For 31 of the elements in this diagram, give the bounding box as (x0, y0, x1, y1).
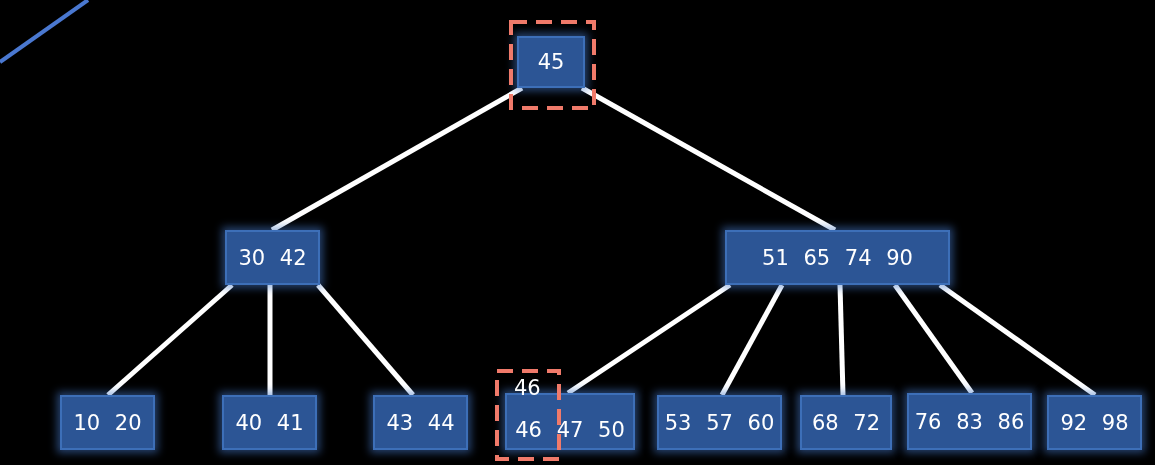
key-values: 40 41 (235, 410, 304, 435)
key-values: 68 72 (811, 410, 881, 435)
tree-branch-line (580, 85, 837, 233)
tree-node-box (225, 230, 320, 285)
tree-branch-line (892, 283, 975, 395)
tree-branch-line (837, 284, 846, 396)
key-values: 30 42 (238, 245, 307, 270)
tree-node-box (907, 393, 1032, 450)
tree-node-box (725, 230, 950, 285)
key-values: 43 44 (386, 410, 455, 435)
tree-node-box (505, 393, 635, 450)
tree-node-box (657, 395, 782, 450)
tree-node-box (1047, 395, 1142, 450)
tree-branch-line (106, 283, 234, 397)
tree-branch-line (719, 283, 785, 397)
key-values: 46 47 50 (515, 416, 625, 442)
tree-node-box (60, 395, 155, 450)
tree-branch-line (566, 282, 732, 396)
tree-branch-line (270, 85, 524, 233)
key-values: 51 65 74 90 (762, 245, 913, 270)
key-values: 53 57 60 (664, 410, 775, 435)
key-values: 10 20 (73, 410, 142, 435)
tree-node-box (373, 395, 468, 450)
tree-branch-line (316, 283, 415, 397)
tree-node-box (222, 395, 317, 450)
tree-node-box (800, 395, 892, 450)
key-values: 92 98 (1060, 410, 1129, 435)
key-values: 76 83 86 (914, 409, 1025, 434)
key-values: 45 (537, 50, 565, 74)
tree-node-box (517, 36, 585, 88)
tree-branch-line (267, 285, 273, 395)
